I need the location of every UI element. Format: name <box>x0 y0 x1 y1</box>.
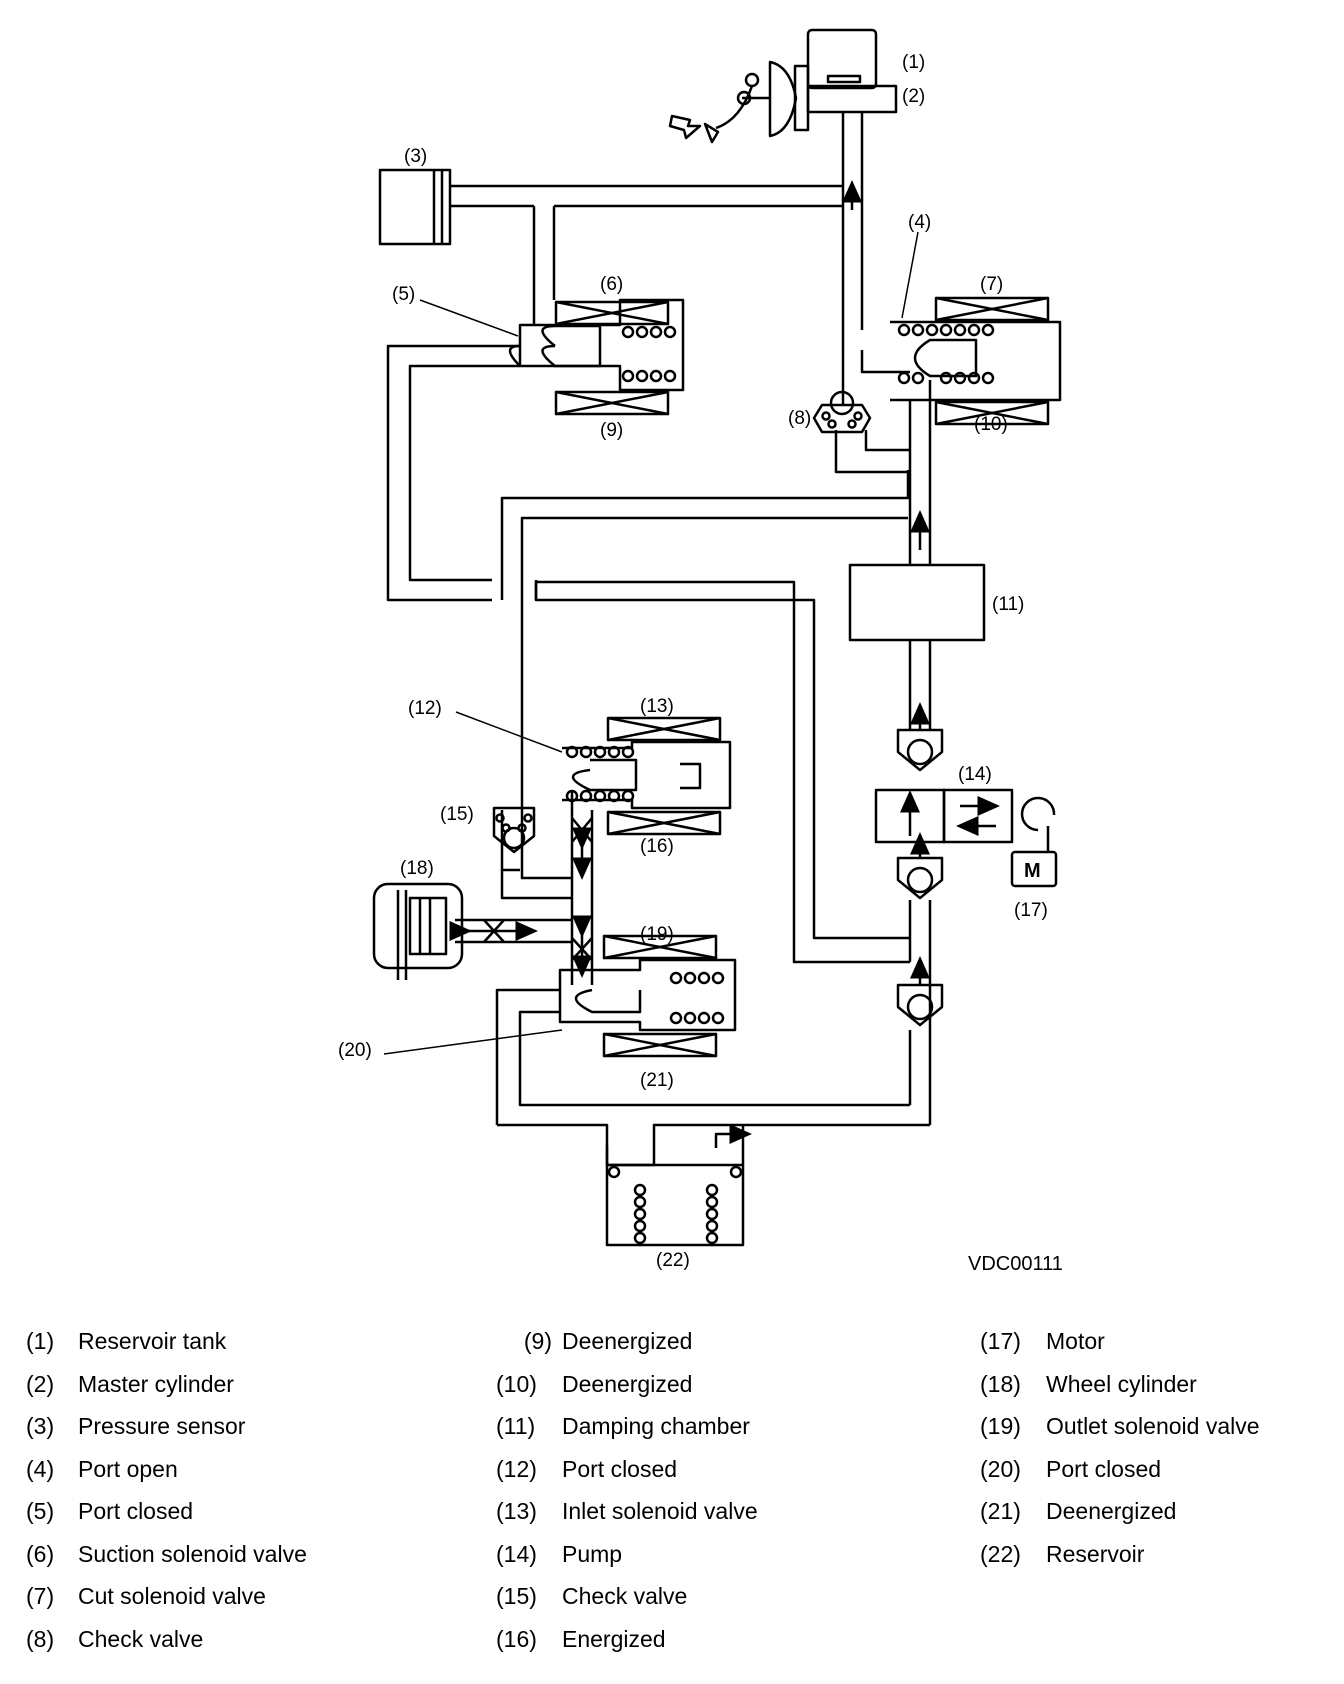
callout-9: (9) <box>600 420 623 441</box>
hydraulic-circuit-diagram: (1) (2) (3) (4) (5) (6) (7) (8) (9) (10)… <box>338 28 1063 1275</box>
motor <box>1010 796 1058 888</box>
inlet-solenoid-valve <box>562 716 732 880</box>
suction-solenoid-valve <box>508 298 685 416</box>
callout-11: (11) <box>992 594 1024 615</box>
pressure-sensor <box>378 168 452 246</box>
callout-17: (17) <box>1014 900 1048 921</box>
callout-16: (16) <box>640 836 674 857</box>
check-valve-15 <box>492 806 536 854</box>
callout-15: (15) <box>440 804 474 825</box>
outlet-solenoid-valve <box>558 915 737 1058</box>
wheel-cylinder <box>372 882 538 980</box>
check-valve-8 <box>812 390 872 434</box>
callout-20: (20) <box>338 1040 372 1061</box>
cut-solenoid-valve <box>890 296 1062 426</box>
callout-4: (4) <box>908 212 931 233</box>
reservoir <box>605 1124 752 1247</box>
damping-chamber <box>848 563 986 642</box>
callout-18: (18) <box>400 858 434 879</box>
callout-labels: (1) (2) (3) (4) (5) (6) (7) (8) (9) (10)… <box>338 52 1063 1275</box>
brake-booster <box>668 60 798 144</box>
callout-10: (10) <box>974 414 1008 435</box>
callout-1: (1) <box>902 52 925 73</box>
callout-22: (22) <box>656 1250 690 1271</box>
leader-lines <box>383 231 919 1055</box>
callout-8: (8) <box>788 408 811 429</box>
callout-12: (12) <box>408 698 442 719</box>
callout-19: (19) <box>640 924 674 945</box>
image-code: VDC00111 <box>968 1253 1063 1275</box>
callout-14: (14) <box>958 764 992 785</box>
callout-2: (2) <box>902 86 925 107</box>
motor-symbol: M <box>1024 860 1041 882</box>
reservoir-tank <box>806 28 878 90</box>
hydraulic-lines <box>386 112 932 1145</box>
callout-21: (21) <box>640 1070 674 1091</box>
callout-3: (3) <box>404 146 427 167</box>
pump <box>874 702 1014 1027</box>
callout-5: (5) <box>392 284 415 305</box>
callout-6: (6) <box>600 274 623 295</box>
master-cylinder <box>793 64 898 132</box>
callout-7: (7) <box>980 274 1003 295</box>
callout-13: (13) <box>640 696 674 717</box>
legend: (1)Reservoir tank (2)Master cylinder (3)… <box>26 1328 1260 1652</box>
